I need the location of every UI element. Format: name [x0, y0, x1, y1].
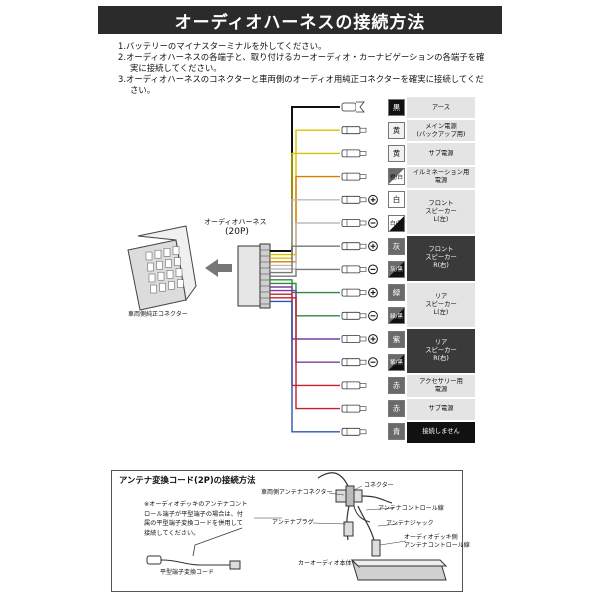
- terminal-icon: [341, 242, 367, 251]
- terminal-icon: [341, 101, 365, 113]
- wire-color-label-2: 黄: [388, 121, 405, 139]
- wire-color-label-8: 灰/黒: [388, 260, 405, 278]
- terminal-icon: [341, 311, 367, 320]
- flat-terminal-cord-label: 平型端子変換コード: [160, 569, 215, 576]
- vehicle-connector-label: 車両側純正コネクター: [128, 311, 188, 318]
- wire-function-13: アクセサリー用 電源: [407, 375, 475, 397]
- harness-label: オーディオハーネス: [204, 218, 267, 226]
- terminal-icon: [341, 195, 367, 204]
- instruction-step-2: 2.オーディオハーネスの各端子と、取り付けるカーオーディオ・カーナビゲーションの…: [118, 52, 485, 73]
- terminal-icon: [341, 335, 367, 343]
- terminal-icon: [341, 172, 367, 181]
- wire-color-label-5: 白: [388, 191, 405, 209]
- plus-icon: [368, 194, 378, 205]
- wire-function-5: フロント スピーカー L(左): [407, 189, 475, 235]
- connect-arrow-icon: [205, 259, 232, 277]
- minus-icon: [368, 357, 378, 368]
- plus-icon: [368, 334, 378, 344]
- wire-color-label-12: 紫/黒: [388, 353, 405, 371]
- terminal-icon: [341, 404, 367, 413]
- wire-color-label-14: 赤: [388, 400, 405, 418]
- minus-icon: [368, 310, 378, 321]
- wire-15: [270, 300, 340, 433]
- wire-8: [270, 268, 340, 277]
- minus-icon: [368, 218, 378, 228]
- wire-color-label-3: 黄: [388, 144, 405, 162]
- instruction-step-3: 3.オーディオハーネスのコネクターと車両側のオーディオ用純正コネクターを確実に接…: [118, 74, 484, 95]
- wire-color-label-1: 黒: [388, 98, 405, 116]
- wire-function-9: リア スピーカー L(左): [407, 282, 475, 327]
- wire-2: [270, 129, 340, 256]
- antenna-control-wire-label: アンテナコントロール線: [378, 505, 444, 512]
- wire-13: [270, 293, 340, 387]
- antenna-diagram: [146, 472, 448, 581]
- vehicle-connector-illustration: [127, 225, 197, 311]
- terminal-icon: [341, 126, 367, 135]
- terminal-icon: [341, 149, 367, 158]
- plus-icon: [368, 241, 378, 252]
- wire-function-1: アース: [407, 97, 475, 119]
- terminal-icon: [341, 427, 367, 436]
- wire-5: [270, 199, 340, 267]
- wire-color-label-6: 白/黒: [388, 214, 405, 232]
- wire-14: [270, 297, 340, 410]
- harness-pin-count: (20P): [225, 227, 249, 237]
- minus-icon: [368, 264, 378, 275]
- plus-icon: [368, 287, 378, 298]
- wire-function-14: サブ電源: [407, 398, 475, 420]
- instruction-list: 1.バッテリーのマイナスターミナルを外してください。 2.オーディオハーネスの各…: [118, 41, 490, 96]
- car-audio-unit-label: カーオーディオ本体: [298, 560, 352, 567]
- instruction-step-1: 1.バッテリーのマイナスターミナルを外してください。: [118, 41, 327, 51]
- wire-color-label-11: 紫: [388, 330, 405, 348]
- antenna-section-title: アンテナ変換コード(2P)の接続方法: [119, 475, 256, 485]
- wire-color-label-15: 青: [388, 423, 405, 441]
- vehicle-antenna-connector-label: 車両側アンテナコネクター: [261, 489, 333, 496]
- wire-9: [270, 279, 340, 294]
- terminal-icon: [341, 219, 367, 227]
- wire-function-11: リア スピーカー R(右): [407, 329, 475, 374]
- wire-1: [270, 106, 340, 252]
- wire-function-15: 接続しません: [407, 421, 475, 443]
- terminal-icon: [341, 358, 367, 367]
- wire-3: [270, 152, 340, 259]
- wire-function-2: メイン電源 (バックアップ用): [407, 120, 475, 142]
- wire-function-7: フロント スピーカー R(右): [407, 236, 475, 281]
- terminal-icon: [341, 381, 367, 390]
- terminal-icon: [341, 288, 367, 297]
- terminal-icon: [341, 265, 367, 274]
- antenna-note: ※オーディオデッキのアンテナコントロール端子が平型端子の場合は、付属の平型端子変…: [144, 501, 248, 537]
- antenna-section: [111, 470, 463, 592]
- deck-control-wire-label: オーディオデッキ側 アンテナコントロール線: [404, 534, 470, 549]
- wire-4: [270, 175, 340, 263]
- wire-color-label-13: 赤: [388, 376, 405, 394]
- wire-function-3: サブ電源: [407, 143, 475, 165]
- wire-color-label-4: 橙/白: [388, 168, 405, 186]
- antenna-plug-label: アンテナプラグ: [272, 519, 314, 526]
- wire-color-label-7: 灰: [388, 237, 405, 255]
- wire-color-label-10: 緑/黒: [388, 307, 405, 325]
- wire-10: [270, 282, 340, 317]
- wire-function-4: イルミネーション用 電源: [407, 166, 475, 188]
- connector-label: コネクター: [364, 482, 394, 489]
- wire-color-label-9: 緑: [388, 284, 405, 302]
- antenna-jack-label: アンテナジャック: [386, 520, 434, 527]
- wire-7: [270, 245, 340, 274]
- page-title: オーディオハーネスの接続方法: [98, 6, 502, 34]
- harness-connector-illustration: [237, 243, 271, 309]
